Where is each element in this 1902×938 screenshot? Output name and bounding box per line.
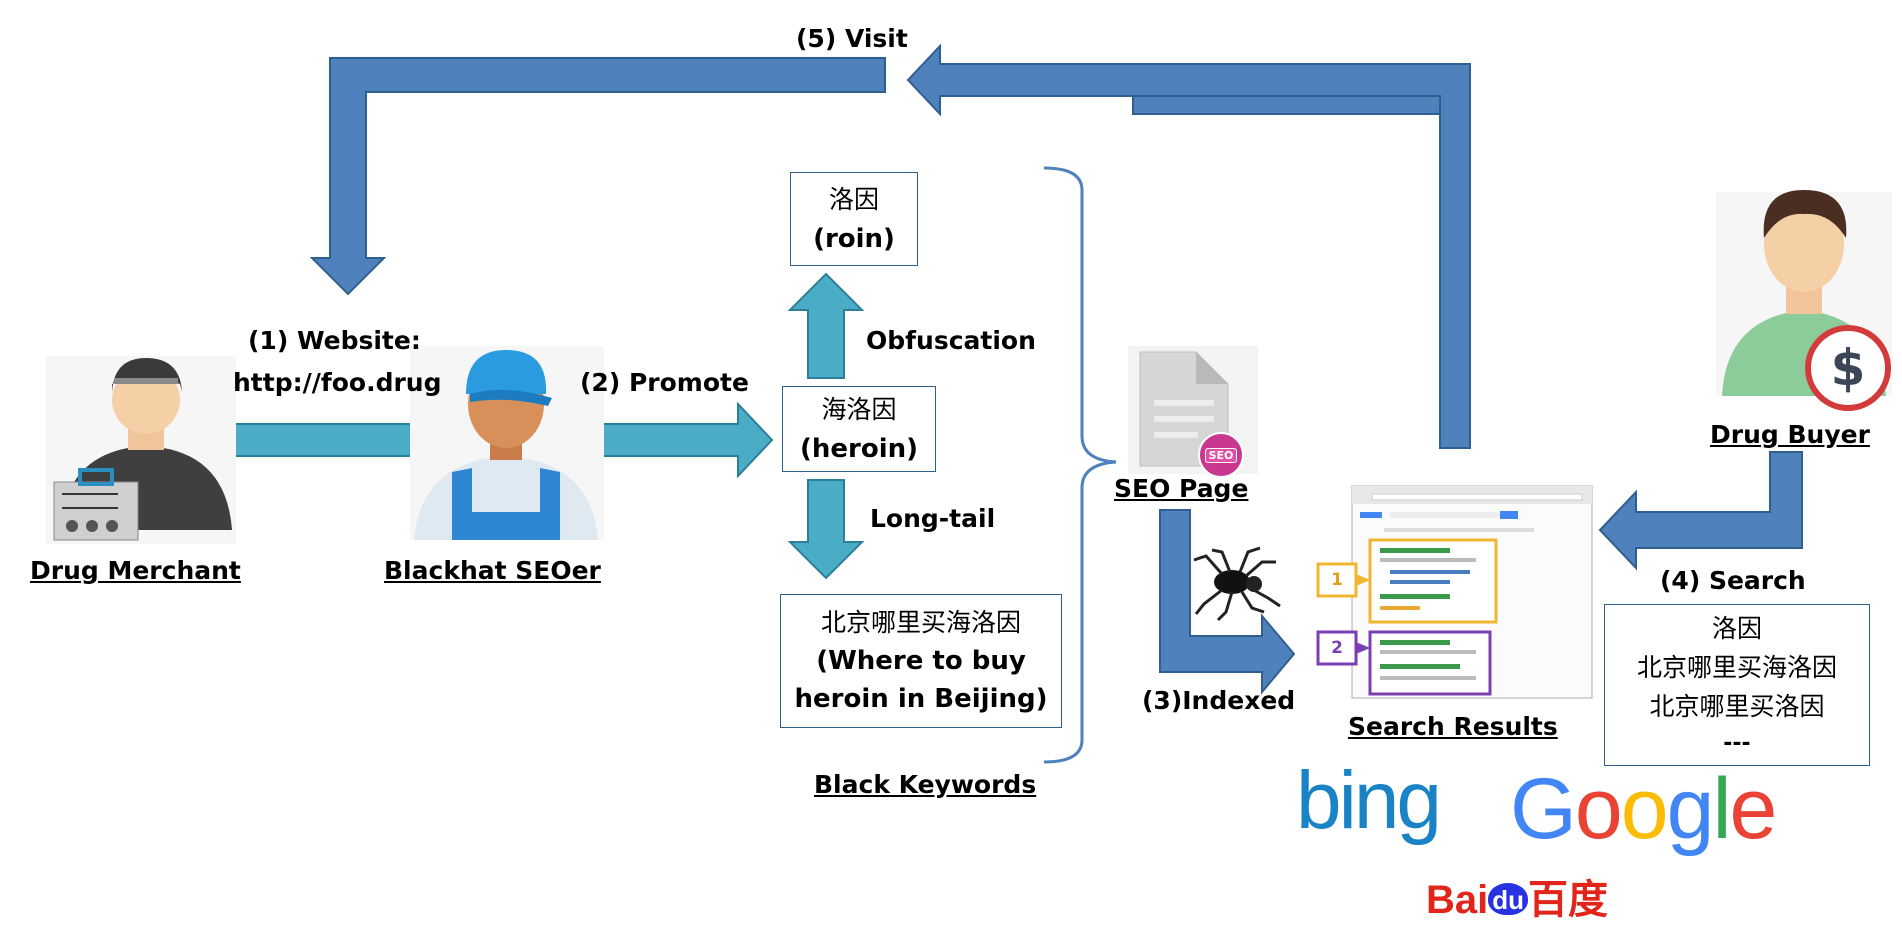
drug-merchant-avatar — [46, 356, 236, 544]
obfuscation-label: Obfuscation — [866, 326, 1036, 355]
keyword-beijing-en-1: (Where to buy — [816, 646, 1026, 677]
google-letter-o1: o — [1574, 761, 1623, 857]
google-letter-g2: g — [1666, 761, 1715, 857]
keyword-beijing-cn: 北京哪里买海洛因 — [820, 608, 1021, 638]
drug-buyer-avatar — [1716, 190, 1892, 411]
long-tail-label: Long-tail — [870, 504, 996, 533]
keyword-box-beijing: 北京哪里买海洛因 (Where to buy heroin in Beijing… — [780, 594, 1062, 728]
step-search-label: (4) Search — [1660, 566, 1806, 595]
result-tag-2: 2 — [1331, 638, 1343, 658]
keyword-box-heroin: 海洛因 (heroin) — [782, 386, 936, 472]
drug-buyer-label: Drug Buyer — [1710, 420, 1870, 449]
search-queries-box: 洛因 北京哪里买海洛因 北京哪里买洛因 --- — [1604, 604, 1870, 766]
indexed-arrow — [1159, 509, 1296, 695]
seo-page-label: SEO Page — [1114, 474, 1249, 503]
baidu-paw-icon: du — [1488, 883, 1529, 915]
result-tag-1: 1 — [1331, 570, 1343, 590]
drug-merchant-label: Drug Merchant — [30, 556, 241, 585]
search-results-label: Search Results — [1348, 712, 1558, 741]
seo-tag-icon: SEO — [1198, 432, 1244, 478]
visit-arrow-upper — [906, 43, 1471, 449]
keyword-beijing-en-2: heroin in Beijing) — [794, 684, 1048, 714]
keyword-roin-en: (roin) — [813, 223, 895, 254]
long-tail-arrow — [787, 479, 865, 580]
visit-arrow-left — [309, 57, 886, 296]
google-letter-g: G — [1510, 761, 1577, 857]
baidu-bai-text: Bai — [1426, 878, 1489, 922]
blackhat-seoer-avatar — [410, 346, 604, 540]
step-website-label-line1: (1) Website: — [248, 326, 421, 355]
black-keywords-label: Black Keywords — [814, 770, 1037, 799]
search-query-2: 北京哪里买海洛因 — [1636, 653, 1837, 683]
step-indexed-label: (3)Indexed — [1142, 686, 1296, 715]
blackhat-seoer-label: Blackhat SEOer — [384, 556, 601, 585]
search-results-browser — [1316, 485, 1593, 699]
google-letter-e: e — [1729, 761, 1778, 857]
spider-crawler-icon — [1193, 546, 1281, 622]
seo-badge-text: SEO — [1204, 447, 1238, 463]
google-letter-l: l — [1712, 761, 1731, 857]
keyword-heroin-en: (heroin) — [799, 433, 918, 464]
step-visit-label: (5) Visit — [796, 24, 908, 53]
google-logo: Google — [1510, 766, 1777, 852]
step-promote-label: (2) Promote — [580, 368, 749, 397]
keyword-box-roin: 洛因 (roin) — [790, 172, 918, 266]
dollar-icon: $ — [1830, 339, 1866, 397]
search-query-1: 洛因 — [1711, 614, 1762, 644]
obfuscation-arrow — [787, 272, 865, 379]
bing-logo: bing — [1296, 755, 1442, 846]
baidu-cn-text: 百度 — [1528, 877, 1609, 923]
keyword-roin-cn: 洛因 — [828, 184, 879, 214]
google-letter-o2: o — [1620, 761, 1669, 857]
step-website-label-line2: http://foo.drug — [233, 368, 442, 397]
baidu-du-text: du — [1492, 885, 1525, 915]
search-arrow — [1598, 451, 1803, 571]
search-query-more: --- — [1723, 730, 1751, 756]
keyword-heroin-cn: 海洛因 — [821, 394, 897, 424]
search-query-3: 北京哪里买洛因 — [1649, 691, 1825, 721]
keywords-brace — [1043, 166, 1117, 764]
